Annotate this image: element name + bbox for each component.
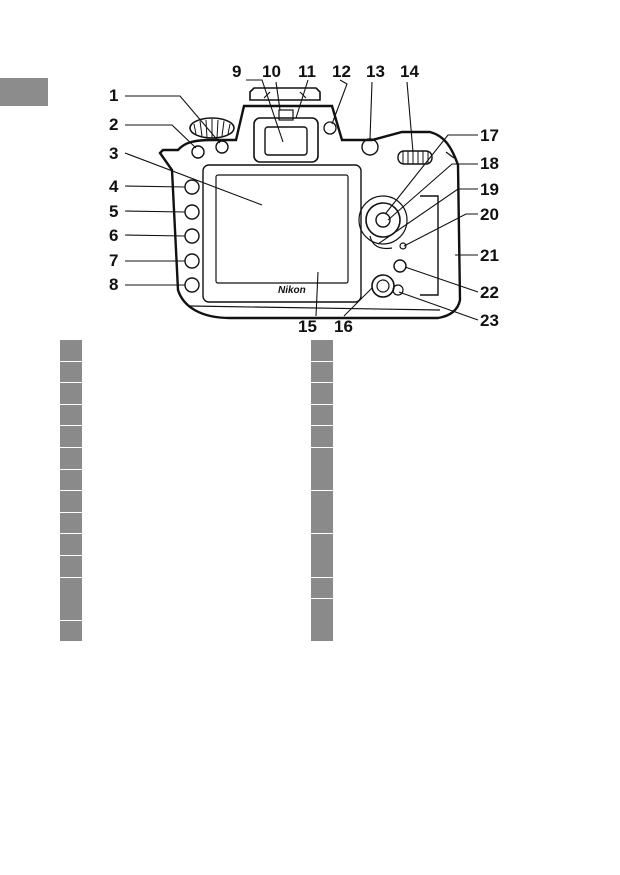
callout-17: 17 (480, 126, 499, 145)
legend-cell (311, 404, 333, 427)
legend-cell (311, 491, 333, 535)
callout-5: 5 (109, 202, 118, 221)
callout-6: 6 (109, 226, 118, 245)
callout-21: 21 (480, 246, 499, 265)
legend-cell (60, 620, 82, 643)
callout-20: 20 (480, 205, 499, 224)
callout-numbers: 1 2 3 4 5 6 7 8 9 10 11 12 13 14 17 18 1… (109, 62, 499, 336)
callout-11: 11 (298, 62, 316, 81)
legend-cell (311, 361, 333, 384)
legend-cell (60, 447, 82, 470)
callout-18: 18 (480, 154, 499, 173)
callout-13: 13 (366, 62, 385, 81)
callout-7: 7 (109, 251, 118, 270)
callout-4: 4 (109, 177, 119, 196)
legend-cell (60, 340, 82, 362)
legend-cell (60, 534, 82, 556)
leader-lines (124, 79, 479, 321)
legend-cell (311, 599, 333, 643)
legend-cell (311, 534, 333, 578)
callout-2: 2 (109, 115, 118, 134)
callout-19: 19 (480, 180, 499, 199)
legend-cell (60, 555, 82, 578)
callout-9: 9 (232, 62, 241, 81)
legend-cell (311, 383, 333, 405)
legend-cell (311, 426, 333, 448)
callout-10: 10 (262, 62, 281, 81)
legend-column-left (60, 340, 82, 643)
legend-cell (60, 426, 82, 448)
callout-15: 15 (298, 317, 317, 336)
callout-16: 16 (334, 317, 353, 336)
legend-column-right (311, 340, 333, 643)
legend-cell (60, 469, 82, 492)
legend-cell (60, 577, 82, 621)
legend-cell (311, 447, 333, 492)
legend-cell (311, 340, 333, 362)
camera-body (158, 87, 462, 320)
callout-22: 22 (480, 283, 499, 302)
legend-cell (60, 383, 82, 405)
legend-cell (311, 577, 333, 600)
legend-cell (60, 361, 82, 384)
legend-cell (60, 491, 82, 513)
callout-8: 8 (109, 275, 118, 294)
section-tab (0, 78, 48, 106)
legend-cell (60, 512, 82, 535)
callout-23: 23 (480, 311, 499, 330)
callout-1: 1 (109, 86, 118, 105)
legend-cell (60, 404, 82, 427)
brand-logo: Nikon (278, 285, 306, 296)
callout-3: 3 (109, 144, 118, 163)
callout-14: 14 (400, 62, 419, 81)
callout-12: 12 (332, 62, 351, 81)
